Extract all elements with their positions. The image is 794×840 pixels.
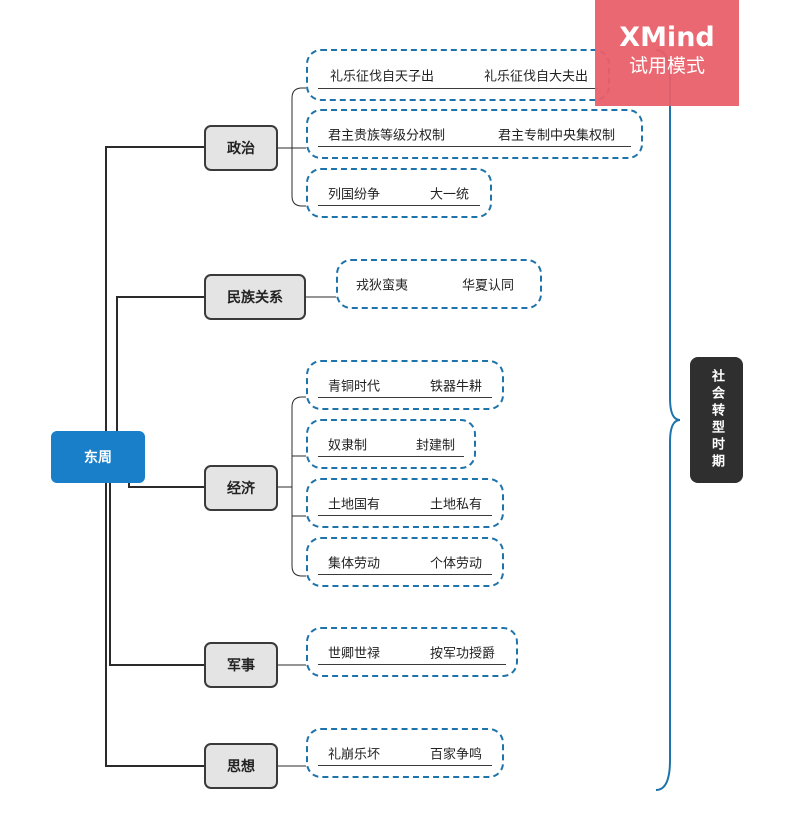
subtopic-left: 礼乐征伐自天子出 xyxy=(330,69,435,85)
subtopic-right: 封建制 xyxy=(416,438,456,454)
subtopic-pair[interactable]: 戎狄蛮夷 华夏认同 xyxy=(336,259,542,309)
underline xyxy=(318,397,492,398)
subtopic-right: 土地私有 xyxy=(430,497,483,513)
topic-politics[interactable]: 政治 xyxy=(204,125,278,171)
subtopic-left: 礼崩乐坏 xyxy=(328,747,381,763)
subtopic-right: 君主专制中央集权制 xyxy=(498,128,616,144)
subtopic-left: 集体劳动 xyxy=(328,556,381,572)
summary-node[interactable]: 社会转型时期 xyxy=(690,357,743,483)
subtopic-left: 戎狄蛮夷 xyxy=(356,278,409,294)
root-node[interactable]: 东周 xyxy=(51,431,145,483)
underline xyxy=(318,574,492,575)
watermark-title: XMind xyxy=(619,22,715,53)
topic-military[interactable]: 军事 xyxy=(204,642,278,688)
subtopic-pair[interactable]: 奴隶制 封建制 xyxy=(306,419,476,469)
subtopic-left: 青铜时代 xyxy=(328,379,381,395)
underline xyxy=(318,765,492,766)
subtopic-left: 列国纷争 xyxy=(328,187,381,203)
subtopic-pair[interactable]: 礼乐征伐自天子出 礼乐征伐自大夫出 xyxy=(306,49,610,101)
subtopic-pair[interactable]: 青铜时代 铁器牛耕 xyxy=(306,360,504,410)
subtopic-right: 百家争鸣 xyxy=(430,747,483,763)
watermark-subtitle: 试用模式 xyxy=(628,55,705,77)
subtopic-right: 按军功授爵 xyxy=(430,646,496,662)
subtopic-right: 大一统 xyxy=(430,187,470,203)
subtopic-pair[interactable]: 世卿世禄 按军功授爵 xyxy=(306,627,518,677)
topic-thought[interactable]: 思想 xyxy=(204,743,278,789)
topic-ethnic-relations[interactable]: 民族关系 xyxy=(204,274,306,320)
subtopic-left: 世卿世禄 xyxy=(328,646,381,662)
subtopic-right: 礼乐征伐自大夫出 xyxy=(484,69,589,85)
subtopic-right: 华夏认同 xyxy=(462,278,515,294)
subtopic-right: 铁器牛耕 xyxy=(430,379,483,395)
underline xyxy=(318,88,598,89)
underline xyxy=(318,205,480,206)
subtopic-pair[interactable]: 集体劳动 个体劳动 xyxy=(306,537,504,587)
subtopic-pair[interactable]: 土地国有 土地私有 xyxy=(306,478,504,528)
subtopic-right: 个体劳动 xyxy=(430,556,483,572)
subtopic-pair[interactable]: 君主贵族等级分权制 君主专制中央集权制 xyxy=(306,109,643,159)
underline xyxy=(318,515,492,516)
subtopic-pair[interactable]: 礼崩乐坏 百家争鸣 xyxy=(306,728,504,778)
xmind-watermark: XMind 试用模式 xyxy=(595,0,739,106)
subtopic-pair[interactable]: 列国纷争 大一统 xyxy=(306,168,492,218)
subtopic-left: 君主贵族等级分权制 xyxy=(328,128,446,144)
underline xyxy=(318,664,506,665)
underline xyxy=(318,146,631,147)
topic-economy[interactable]: 经济 xyxy=(204,465,278,511)
subtopic-left: 土地国有 xyxy=(328,497,381,513)
underline xyxy=(318,456,464,457)
subtopic-left: 奴隶制 xyxy=(328,438,368,454)
